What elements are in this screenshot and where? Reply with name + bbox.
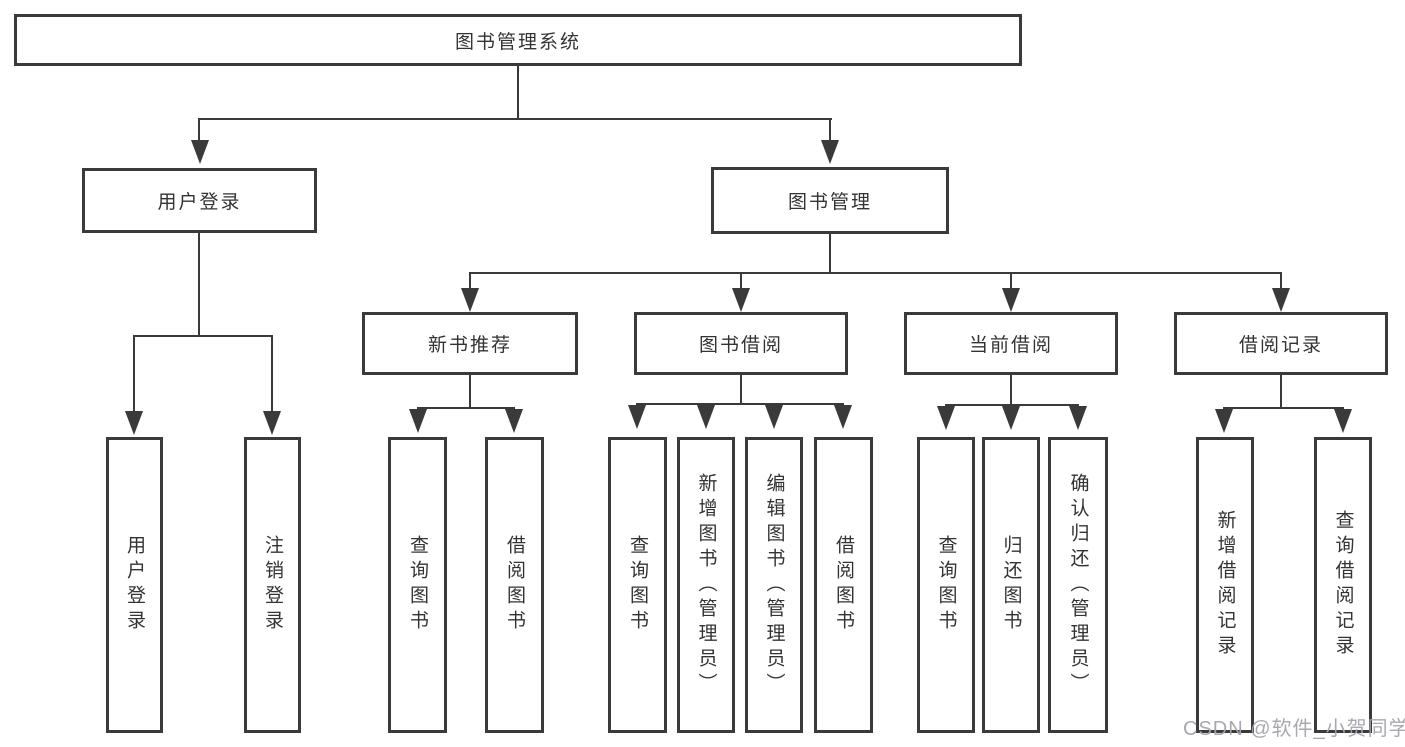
- node-label: 查询图书: [627, 535, 648, 635]
- connector-stub: [198, 118, 200, 142]
- arrow-down-icon: [263, 411, 281, 435]
- connector-rail: [945, 404, 1079, 406]
- connector-rail: [636, 403, 844, 405]
- node-label: 当前借阅: [968, 335, 1053, 356]
- node-borrow-records: 借阅记录: [1174, 312, 1388, 375]
- arrow-down-icon: [628, 405, 646, 429]
- arrow-down-icon: [409, 409, 427, 433]
- connector-stub: [1010, 272, 1012, 290]
- node-label: 查询图书: [935, 535, 957, 635]
- connector-root-stem: [517, 66, 519, 119]
- node-label: 新书推荐: [427, 335, 512, 356]
- arrow-down-icon: [125, 411, 143, 435]
- node-label: 图书管理: [787, 192, 872, 213]
- node-query-books-recommend: 查询图书: [388, 437, 447, 733]
- node-label: 确认归还（管理员）: [1067, 472, 1089, 698]
- arrow-down-icon: [765, 405, 783, 429]
- node-query-books-borrowing: 查询图书: [608, 437, 667, 733]
- connector-stub: [1280, 272, 1282, 290]
- node-label: 借阅图书: [504, 535, 525, 635]
- connector-user-stem: [198, 233, 200, 337]
- node-label: 用户登录: [157, 192, 242, 213]
- arrow-down-icon: [1002, 288, 1020, 312]
- node-label: 新增图书（管理员）: [695, 472, 717, 698]
- node-add-borrow-record: 新增借阅记录: [1196, 437, 1254, 733]
- watermark: CSDN @软件_小贺同学: [1183, 718, 1405, 740]
- arrow-down-icon: [834, 405, 852, 429]
- node-query-borrow-record: 查询借阅记录: [1314, 437, 1372, 733]
- connector-stem: [1280, 375, 1282, 409]
- connector-stem: [740, 375, 742, 405]
- node-book-management: 图书管理: [711, 167, 949, 234]
- connector-level2-rail: [469, 272, 1282, 274]
- node-user-login-action: 用户登录: [106, 437, 163, 733]
- node-library-system: 图书管理系统: [14, 14, 1022, 66]
- connector-rail: [417, 407, 515, 409]
- arrow-down-icon: [937, 406, 955, 430]
- node-logout-action: 注销登录: [244, 437, 301, 733]
- arrow-down-icon: [1334, 409, 1352, 433]
- connector-stub: [829, 118, 831, 142]
- node-confirm-return-admin: 确认归还（管理员）: [1048, 437, 1108, 733]
- arrow-down-icon: [1069, 406, 1087, 430]
- node-label: 借阅图书: [833, 535, 854, 635]
- connector-level1-rail: [199, 118, 832, 120]
- node-add-book-admin: 新增图书（管理员）: [677, 437, 735, 733]
- arrow-down-icon: [821, 140, 839, 164]
- connector-stub: [740, 272, 742, 290]
- connector-stub: [271, 335, 273, 412]
- connector-stub: [133, 335, 135, 412]
- arrow-down-icon: [461, 288, 479, 312]
- node-label: 编辑图书（管理员）: [763, 472, 785, 698]
- node-book-borrowing: 图书借阅: [634, 312, 848, 375]
- node-label: 用户登录: [124, 535, 145, 635]
- arrow-down-icon: [697, 405, 715, 429]
- node-current-borrowing: 当前借阅: [904, 312, 1118, 375]
- connector-stem: [1010, 375, 1012, 406]
- arrow-down-icon: [191, 140, 209, 164]
- node-edit-book-admin: 编辑图书（管理员）: [745, 437, 803, 733]
- node-label: 归还图书: [1000, 535, 1022, 635]
- connector-stem: [469, 375, 471, 409]
- arrow-down-icon: [1272, 288, 1290, 312]
- node-label: 查询图书: [407, 535, 428, 635]
- node-borrow-books-recommend: 借阅图书: [485, 437, 544, 733]
- connector-user-rail: [133, 335, 273, 337]
- arrow-down-icon: [1002, 406, 1020, 430]
- connector-rail: [1223, 407, 1344, 409]
- node-new-book-recommendation: 新书推荐: [362, 312, 578, 375]
- node-return-books: 归还图书: [982, 437, 1040, 733]
- arrow-down-icon: [1215, 409, 1233, 433]
- connector-stub: [469, 272, 471, 290]
- node-label: 借阅记录: [1238, 335, 1323, 356]
- node-label: 图书管理系统: [454, 31, 581, 53]
- arrow-down-icon: [505, 409, 523, 433]
- node-borrow-books-borrowing: 借阅图书: [814, 437, 873, 733]
- node-label: 新增借阅记录: [1214, 510, 1236, 660]
- node-label: 查询借阅记录: [1332, 510, 1354, 660]
- node-label: 注销登录: [262, 535, 283, 635]
- connector-mgmt-stem: [829, 234, 831, 274]
- node-label: 图书借阅: [698, 335, 783, 356]
- node-query-books-current: 查询图书: [917, 437, 975, 733]
- arrow-down-icon: [732, 288, 750, 312]
- node-user-login: 用户登录: [82, 168, 317, 233]
